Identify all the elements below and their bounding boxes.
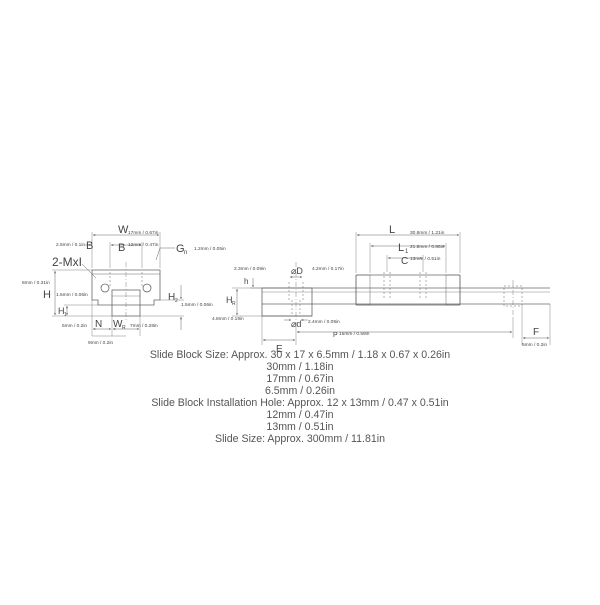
- dim-W: 17mm / 0.67in: [128, 230, 159, 236]
- sym-WR-sub: R: [122, 325, 126, 331]
- spec-line-width: 17mm / 0.67in: [266, 373, 334, 385]
- label-thread: 2-MxI: [52, 255, 82, 269]
- cross-section-labels: 2-MxI W 17mm / 0.67in B 12mm / 0.47in 2.…: [22, 224, 226, 346]
- sym-H2: H: [168, 292, 175, 303]
- sym-P: P: [333, 332, 338, 339]
- dim-d: 2.4mm / 0.09in: [308, 319, 340, 325]
- sym-B: B: [118, 242, 125, 254]
- dim-h: 2.3mm / 0.09in: [234, 266, 266, 272]
- sym-HR-sub: R: [232, 301, 236, 307]
- dim-H1: 1.5mm / 0.06in: [56, 292, 88, 298]
- sym-L: L: [389, 224, 395, 236]
- sym-WR: W: [113, 319, 123, 330]
- spec-line-install-hole: Slide Block Installation Hole: Approx. 1…: [151, 397, 449, 409]
- dim-C: 13mm / 0.51in: [410, 256, 441, 262]
- sym-G-sub: n: [184, 250, 187, 256]
- sym-H1: H: [58, 306, 65, 316]
- spec-line-block-size: Slide Block Size: Approx. 30 x 17 x 6.5m…: [149, 349, 451, 361]
- dim-bottom: 9mm / 0.2in: [88, 340, 113, 346]
- dim-D: 4.2mm / 0.17in: [312, 266, 344, 272]
- dim-WR: 7mm / 0.28in: [130, 323, 158, 329]
- dim-B: 12mm / 0.47in: [128, 242, 159, 248]
- rail-end-section: [261, 287, 313, 317]
- spec-line-length: 30mm / 1.18in: [266, 361, 334, 373]
- dim-HR: 4.8mm / 0.19in: [212, 316, 244, 322]
- spec-line-slide-size: Slide Size: Approx. 300mm / 11.81in: [215, 433, 385, 445]
- sym-C: C: [401, 256, 408, 267]
- dim-P: 15mm / 0.59in: [339, 331, 370, 337]
- ball-right: [142, 283, 152, 293]
- sym-H2-sub: 2: [175, 298, 178, 304]
- sym-L1: L: [398, 242, 404, 254]
- cross-section-view: [52, 232, 184, 337]
- spec-line-hole-y: 13mm / 0.51in: [266, 421, 334, 433]
- specification-caption: Slide Block Size: Approx. 30 x 17 x 6.5m…: [0, 349, 600, 445]
- dim-N: 5mm / 0.2in: [62, 323, 87, 329]
- sym-B1: B: [86, 240, 93, 252]
- sym-F: F: [533, 327, 539, 338]
- sym-h: h: [244, 277, 248, 286]
- sym-W: W: [118, 224, 129, 236]
- dim-F: 5mm / 0.2in: [522, 342, 547, 348]
- dim-L1: 21.8mm / 0.86in: [410, 244, 445, 250]
- rail-end-right: [503, 285, 523, 307]
- end-cap-left: [355, 274, 371, 306]
- dim-H: 8mm / 0.31in: [22, 280, 50, 286]
- sym-d: ⌀d: [291, 319, 301, 329]
- dim-H2: 1.5mm / 0.06in: [181, 302, 213, 308]
- side-view: [232, 232, 551, 345]
- sym-D: ⌀D: [291, 266, 303, 276]
- sym-H1-sub: 1: [64, 312, 67, 318]
- slide-block-side: [355, 274, 461, 306]
- sym-N: N: [95, 319, 102, 330]
- dim-B1: 2.5mm / 0.1in: [56, 242, 85, 248]
- dim-G: 1.2mm / 0.05in: [194, 246, 226, 252]
- slide-block-outline: [91, 269, 161, 306]
- sym-H: H: [43, 289, 51, 301]
- end-cap-right: [445, 274, 461, 306]
- sym-HR: H: [226, 295, 233, 305]
- sym-L1-sub: 1: [405, 249, 409, 255]
- sym-E: E: [276, 344, 283, 355]
- sym-G: G: [176, 243, 185, 255]
- spec-line-hole-x: 12mm / 0.47in: [266, 409, 334, 421]
- dim-L: 30.8mm / 1.21in: [410, 230, 445, 236]
- side-view-labels: 2.3mm / 0.09in ⌀D 4.2mm / 0.17in h H R 4…: [212, 224, 547, 355]
- spec-line-height: 6.5mm / 0.26in: [264, 385, 336, 397]
- ball-left: [100, 283, 110, 293]
